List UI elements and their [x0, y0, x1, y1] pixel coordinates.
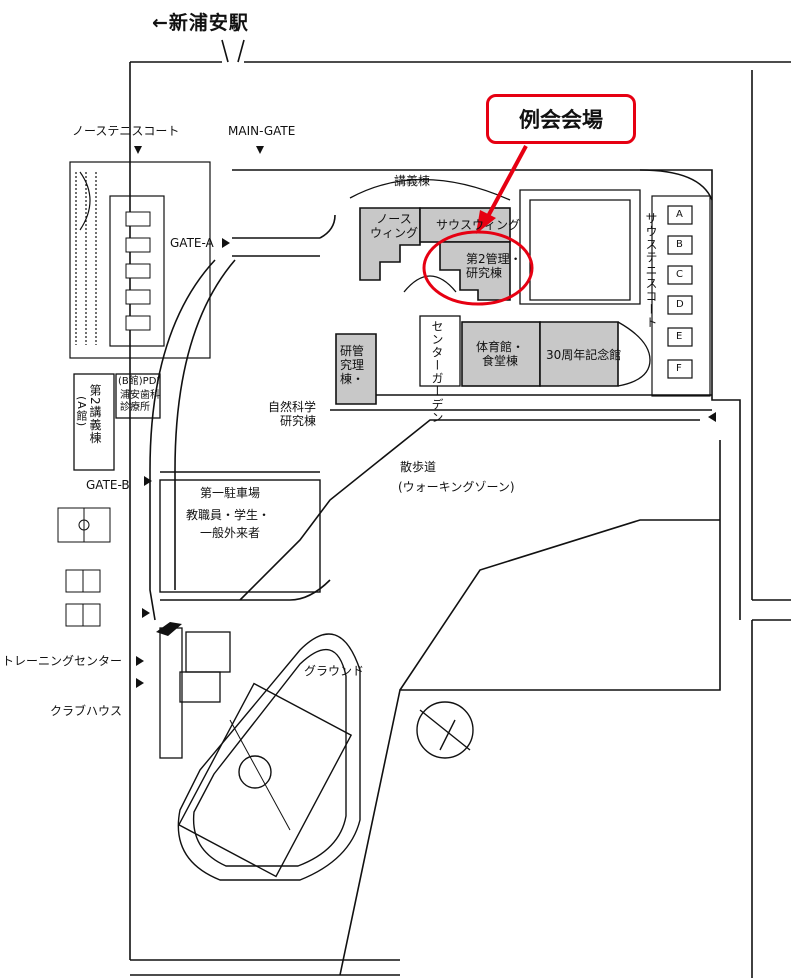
main-gate-label: MAIN-GATE: [228, 124, 296, 138]
north-tennis-court-label: ノーステニスコート: [72, 124, 180, 138]
lecture2-building-label: 第2講義棟: [88, 384, 102, 445]
lecture-building-label: 講義棟: [394, 174, 431, 188]
lecture2-a-wing-label: (A館): [75, 396, 88, 428]
research-admin-building-label: 研管 究理 棟・: [340, 344, 365, 386]
gym-cafeteria-label: 体育館・ 食堂棟: [476, 340, 525, 368]
admin-research-building-label: 第2管理・ 研究棟: [466, 252, 522, 280]
ground-label: グラウンド: [304, 664, 365, 678]
gate-a-label: GATE-A: [170, 236, 214, 250]
north-wing-label: ノース ウィング: [370, 212, 419, 240]
memorial-hall-label: 30周年記念館: [546, 348, 622, 362]
court-a-label: A: [676, 209, 683, 220]
south-tennis-court-label: サウステニスコート: [644, 212, 658, 329]
parking-line2: 一般外来者: [200, 526, 261, 540]
court-f-label: F: [676, 363, 682, 374]
venue-callout: 例会会場: [486, 94, 636, 144]
dental-clinic-label: 浦安歯科 診療所: [120, 390, 160, 413]
court-d-label: D: [676, 299, 684, 310]
court-b-label: B: [676, 239, 683, 250]
station-label: ←新浦安駅: [152, 12, 249, 34]
promenade-sub: (ウォーキングゾーン): [398, 480, 515, 494]
pdi-b-wing-label: (B館)PDI: [118, 376, 160, 387]
parking-line1: 教職員・学生・: [186, 508, 271, 522]
court-c-label: C: [676, 269, 683, 280]
center-garden-label: センターガーデン: [430, 320, 444, 424]
natural-science-building-label: 自然科学 研究棟: [268, 400, 317, 428]
south-wing-label: サウスウィング: [436, 218, 521, 232]
gate-b-label: GATE-B: [86, 478, 130, 492]
parking-title: 第一駐車場: [200, 486, 261, 500]
training-center-label: トレーニングセンター: [2, 654, 123, 668]
court-e-label: E: [676, 331, 683, 342]
clubhouse-label: クラブハウス: [50, 704, 123, 718]
promenade-title: 散歩道: [400, 460, 437, 474]
